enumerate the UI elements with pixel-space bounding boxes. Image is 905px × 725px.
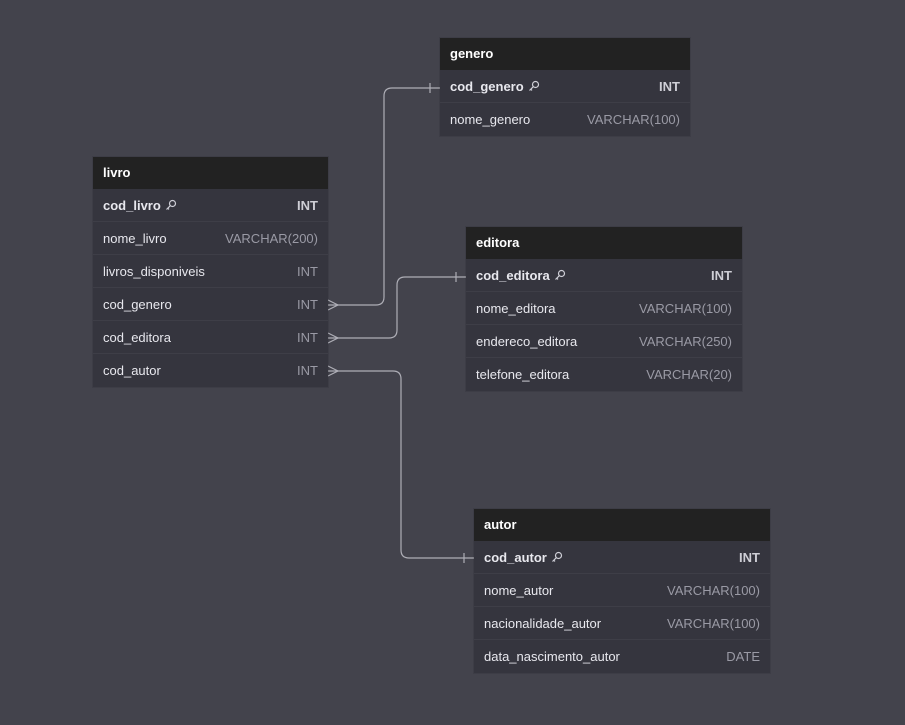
column-row[interactable]: nome_autor VARCHAR(100): [474, 574, 770, 607]
column-type: INT: [297, 363, 318, 378]
column-row[interactable]: nome_livro VARCHAR(200): [93, 222, 328, 255]
relationship-livro-autor[interactable]: [327, 365, 474, 563]
column-row[interactable]: nacionalidade_autor VARCHAR(100): [474, 607, 770, 640]
column-type: INT: [739, 549, 760, 565]
key-icon: [528, 80, 539, 91]
column-type: INT: [659, 78, 680, 94]
column-name: cod_editora: [103, 329, 171, 345]
column-name: cod_autor: [103, 363, 161, 378]
column-type: INT: [297, 329, 318, 345]
column-type: VARCHAR(250): [639, 333, 732, 349]
table-editora[interactable]: editora cod_editora INT nome_editora VAR…: [466, 227, 742, 391]
column-type: INT: [711, 267, 732, 283]
column-name: livros_disponiveis: [103, 263, 205, 279]
table-title[interactable]: genero: [440, 38, 690, 70]
column-type: VARCHAR(100): [667, 615, 760, 631]
column-type: VARCHAR(100): [587, 112, 680, 127]
crow-foot-icon: [327, 365, 340, 377]
column-row[interactable]: cod_livro INT: [93, 189, 328, 222]
relationship-livro-editora[interactable]: [327, 272, 466, 344]
column-type: INT: [297, 296, 318, 312]
column-name: cod_genero: [450, 78, 524, 94]
column-type: VARCHAR(100): [639, 300, 732, 316]
column-name: cod_genero: [103, 296, 172, 312]
column-row[interactable]: nome_editora VARCHAR(100): [466, 292, 742, 325]
key-icon: [554, 269, 565, 280]
column-row[interactable]: nome_genero VARCHAR(100): [440, 103, 690, 136]
column-name: cod_autor: [484, 549, 547, 565]
column-row[interactable]: endereco_editora VARCHAR(250): [466, 325, 742, 358]
column-row[interactable]: cod_editora INT: [466, 259, 742, 292]
column-row[interactable]: cod_autor INT: [93, 354, 328, 387]
column-row[interactable]: telefone_editora VARCHAR(20): [466, 358, 742, 391]
column-row[interactable]: cod_editora INT: [93, 321, 328, 354]
column-name: telefone_editora: [476, 367, 570, 382]
key-icon: [165, 199, 176, 210]
column-name: cod_editora: [476, 267, 550, 283]
column-row[interactable]: cod_autor INT: [474, 541, 770, 574]
table-title[interactable]: editora: [466, 227, 742, 259]
column-row[interactable]: data_nascimento_autor DATE: [474, 640, 770, 673]
column-row[interactable]: cod_genero INT: [440, 70, 690, 103]
table-autor[interactable]: autor cod_autor INT nome_autor VARCHAR(1…: [474, 509, 770, 673]
key-icon: [551, 551, 562, 562]
relationship-livro-genero[interactable]: [327, 83, 440, 311]
crow-foot-icon: [327, 332, 340, 344]
column-type: INT: [297, 263, 318, 279]
column-type: INT: [297, 197, 318, 213]
column-name: endereco_editora: [476, 333, 578, 349]
column-name: data_nascimento_autor: [484, 649, 620, 664]
column-type: VARCHAR(200): [225, 230, 318, 246]
crow-foot-icon: [327, 299, 340, 311]
column-row[interactable]: cod_genero INT: [93, 288, 328, 321]
table-livro[interactable]: livro cod_livro INT nome_livro VARCHAR(2…: [93, 157, 328, 387]
column-name: nome_autor: [484, 582, 554, 598]
column-type: VARCHAR(20): [646, 367, 732, 382]
column-name: cod_livro: [103, 197, 161, 213]
column-type: VARCHAR(100): [667, 582, 760, 598]
column-type: DATE: [726, 649, 760, 664]
column-name: nome_editora: [476, 300, 556, 316]
table-title[interactable]: autor: [474, 509, 770, 541]
table-title[interactable]: livro: [93, 157, 328, 189]
column-name: nome_genero: [450, 112, 531, 127]
column-name: nacionalidade_autor: [484, 615, 602, 631]
table-genero[interactable]: genero cod_genero INT nome_genero VARCHA…: [440, 38, 690, 136]
column-name: nome_livro: [103, 230, 167, 246]
column-row[interactable]: livros_disponiveis INT: [93, 255, 328, 288]
